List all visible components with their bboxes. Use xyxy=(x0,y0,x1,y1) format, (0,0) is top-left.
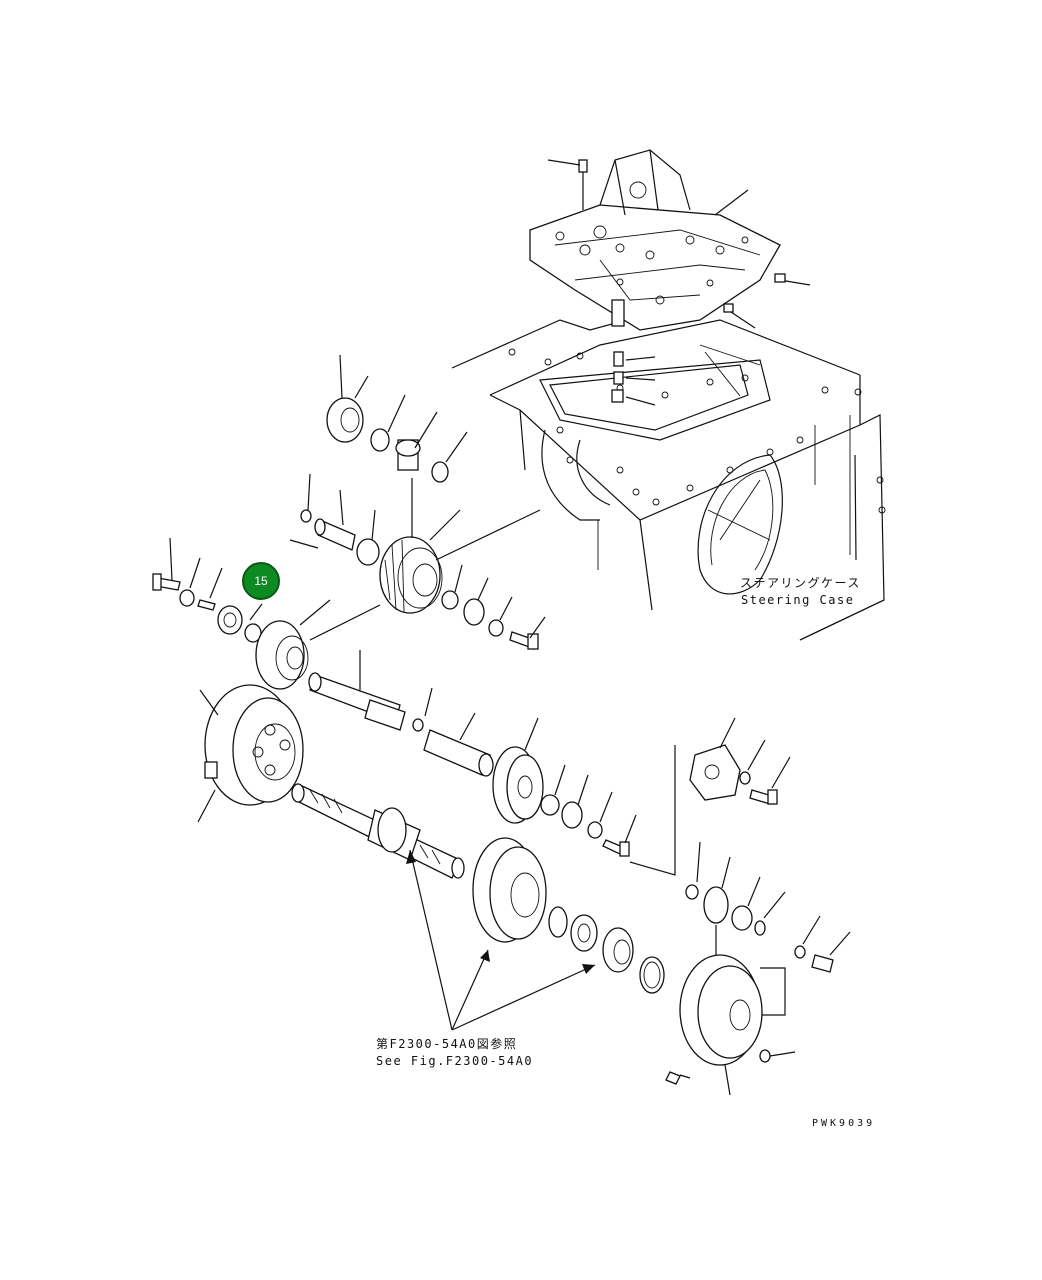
steering-case-label-en: Steering Case xyxy=(741,593,855,607)
steering-case xyxy=(451,299,886,641)
valve-body xyxy=(529,149,811,406)
see-fig-label-jp: 第F2300-54A0図参照 xyxy=(376,1037,518,1051)
reference-arrows xyxy=(406,849,596,1031)
steering-case-label-jp: ステアリングケース xyxy=(740,576,861,590)
part-callout-15[interactable]: 15 xyxy=(242,562,280,600)
steering-case-leader-2 xyxy=(854,454,857,561)
drawing-number: PWK9039 xyxy=(812,1118,876,1129)
lower-gears xyxy=(472,717,851,1096)
shaft-and-clutch xyxy=(197,650,637,879)
steering-case-leader xyxy=(799,599,885,641)
see-fig-label-en: See Fig.F2300-54A0 xyxy=(376,1054,534,1068)
upper-gear-cluster xyxy=(289,354,546,650)
left-small-parts xyxy=(152,537,381,690)
